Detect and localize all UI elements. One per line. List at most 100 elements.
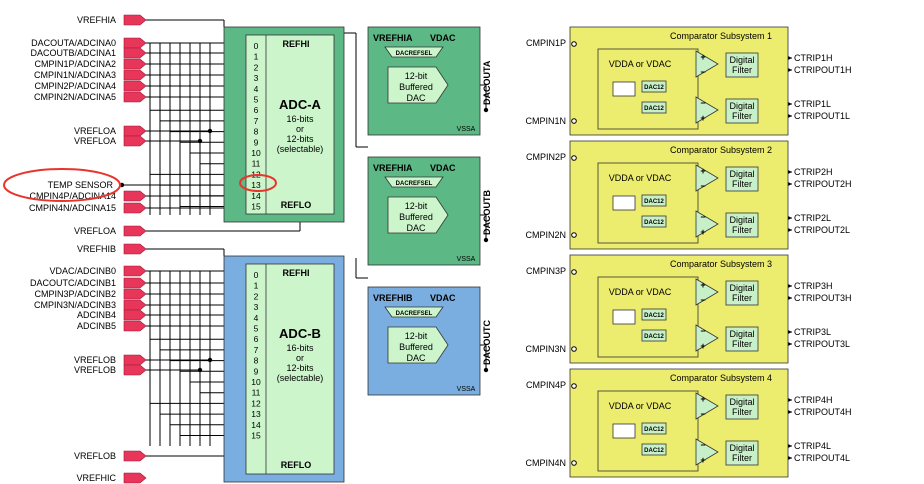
pin-cmpin1p-adcina2 [123,58,147,70]
cmp-inn-terminal [571,232,577,238]
cmp-inn-label: CMPIN4N [525,458,566,468]
cmp-inn-label: CMPIN1N [525,116,566,126]
cmp-inp-terminal [571,155,577,161]
pin-cmpin2p-adcina4-label: CMPIN2P/ADCINA4 [34,81,116,91]
pin-adcinb5 [123,320,147,332]
dac12-high [641,422,667,435]
minus-sign: − [700,98,705,108]
pin-vreflob-label: VREFLOB [74,451,116,461]
pin-vrefhic-label: VREFHIC [76,473,116,483]
ramp-generator [612,81,636,97]
refhi-label: REFHI [283,39,310,49]
adc-a-core [245,34,335,215]
ctripout-high-label: CTRIPOUT3H [794,293,852,303]
dac12-high [641,80,667,93]
channel-4-label: 4 [254,313,259,323]
dac-body-label: 12-bit [405,201,428,211]
channel-5-label: 5 [254,95,259,105]
comparator-low-icon [695,438,719,466]
labels: VREFHIADACOUTA/ADCINA0DACOUTB/ADCINA1CMP… [3,15,852,483]
pin-vrefhia-label: VREFHIA [77,15,116,25]
comparator-high-icon [695,50,719,78]
ctrip-low-label: CTRIP2L [794,213,831,223]
channel-14-label: 14 [251,420,261,430]
pin-cmpin1n-adcina3-label: CMPIN1N/ADCINA3 [34,70,116,80]
pin-dacoutb-adcina1 [123,47,147,59]
dac12-low [641,101,667,114]
digital-filter-high [725,394,759,420]
channel-15-label: 15 [251,431,261,441]
pin-vdac-adcinb0 [123,265,147,277]
cmp-inner-frame [597,390,699,472]
annotation-circle-channel-13 [239,174,277,192]
dac-body [387,326,449,364]
dac-body-label: 12-bit [405,71,428,81]
vref-label: VDDA or VDAC [609,287,672,297]
adc-desc-line: (selectable) [277,144,324,154]
dac-output-label: DACOUTB [482,190,492,235]
blocks [223,26,789,483]
annotation-circle-temp-sensor [3,168,121,202]
channel-13-label: 13 [251,409,261,419]
dacrefsel-mux [384,46,444,58]
dac12-high [641,308,667,321]
vssa-label: VSSA [457,256,476,263]
adc-b-title: ADC-B [279,326,321,341]
comparator-title: Comparator Subsystem 2 [670,145,772,155]
channel-7-label: 7 [254,345,259,355]
reflo-label: REFLO [281,200,312,210]
filter-label: Digital [729,443,754,453]
cmp-inner-frame [597,276,699,358]
comparator-low-icon [695,96,719,124]
channel-9-label: 9 [254,137,259,147]
dac-vdac-label: VDAC [430,293,456,303]
dac-body-label: 12-bit [405,331,428,341]
ramp-generator [612,309,636,325]
filter-label: Digital [729,215,754,225]
channel-3-label: 3 [254,302,259,312]
pin-cmpin4p-adcina14-label: CMPIN4P/ADCINA14 [29,191,116,201]
digital-filter-high [725,280,759,306]
filter-label: Filter [732,407,752,417]
dac-output-node [483,237,489,243]
filter-label: Filter [732,225,752,235]
dac-body-label: DAC [406,223,426,233]
filter-label: Digital [729,329,754,339]
plus-sign: + [700,455,705,465]
pin-vreflob [123,354,147,366]
adc-desc-line: or [296,124,304,134]
plus-sign: + [700,113,705,123]
pin-adcinb4-label: ADCINB4 [77,310,116,320]
dac12-label: DAC12 [644,85,664,91]
pin-cmpin4p-adcina14 [123,190,147,202]
minus-sign: − [700,212,705,222]
pin-dacouta-adcina0 [123,37,147,49]
dacrefsel-label: DACREFSEL [396,51,433,57]
dacrefsel-label: DACREFSEL [396,181,433,187]
channel-1-label: 1 [254,52,259,62]
ramp-generator [612,423,636,439]
reflo-label: REFLO [281,460,312,470]
pin-adcinb5-label: ADCINB5 [77,321,116,331]
channel-2-label: 2 [254,62,259,72]
channel-10-label: 10 [251,377,261,387]
dac-body-label: Buffered [399,82,433,92]
adc-b-core [245,263,335,475]
dac-output-label: DACOUTC [482,320,492,365]
filter-label: Filter [732,179,752,189]
pin-vreflob [123,364,147,376]
minus-sign: − [700,67,705,77]
digital-filter-high [725,52,759,78]
comparator-high-icon [695,278,719,306]
refhi-label: REFHI [283,268,310,278]
pin-vrefloa-label: VREFLOA [74,126,116,136]
pin-vrefhic [123,472,147,484]
pin-vrefloa-label: VREFLOA [74,226,116,236]
filter-label: Digital [729,101,754,111]
cmp-inp-terminal [571,383,577,389]
plus-sign: + [700,166,705,176]
dac-body-label: DAC [406,353,426,363]
vref-label: VDDA or VDAC [609,59,672,69]
pins [123,14,577,484]
ctripout-high-label: CTRIPOUT2H [794,179,852,189]
